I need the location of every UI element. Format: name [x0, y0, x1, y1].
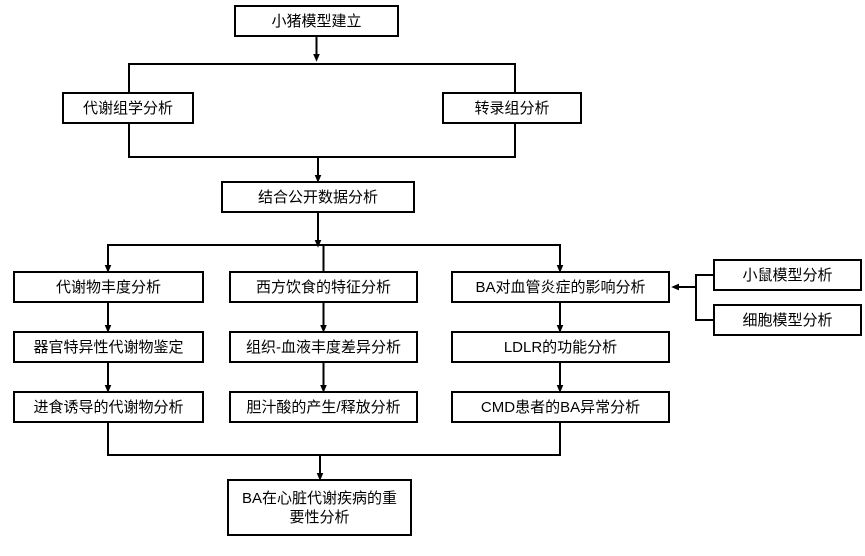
node-box-mouse-model[interactable]	[713, 259, 862, 291]
connector-cell-to-bavascular	[695, 287, 714, 321]
node-box-ba-vascular[interactable]	[451, 271, 670, 303]
node-box-tissue-blood[interactable]	[229, 331, 418, 363]
node-box-organ-specific[interactable]	[13, 331, 204, 363]
node-box-metabolite-abundance[interactable]	[13, 271, 204, 303]
node-box-bile-acid-prod[interactable]	[229, 391, 418, 423]
node-box-ba-cardiometabolic[interactable]	[227, 479, 412, 536]
node-box-feeding-induced[interactable]	[13, 391, 204, 423]
node-box-pig-model[interactable]	[234, 5, 399, 37]
node-box-metabolomics[interactable]	[62, 92, 194, 124]
node-box-ldlr-function[interactable]	[451, 331, 670, 363]
connector-mouse-to-bavascular	[671, 274, 714, 291]
node-box-western-diet[interactable]	[229, 271, 418, 303]
node-layer	[13, 5, 862, 536]
node-box-transcriptomics[interactable]	[442, 92, 582, 124]
connector-layer	[104, 36, 714, 481]
node-box-public-data[interactable]	[221, 181, 415, 213]
node-box-cell-model[interactable]	[713, 304, 862, 336]
node-box-cmd-patients[interactable]	[451, 391, 670, 423]
